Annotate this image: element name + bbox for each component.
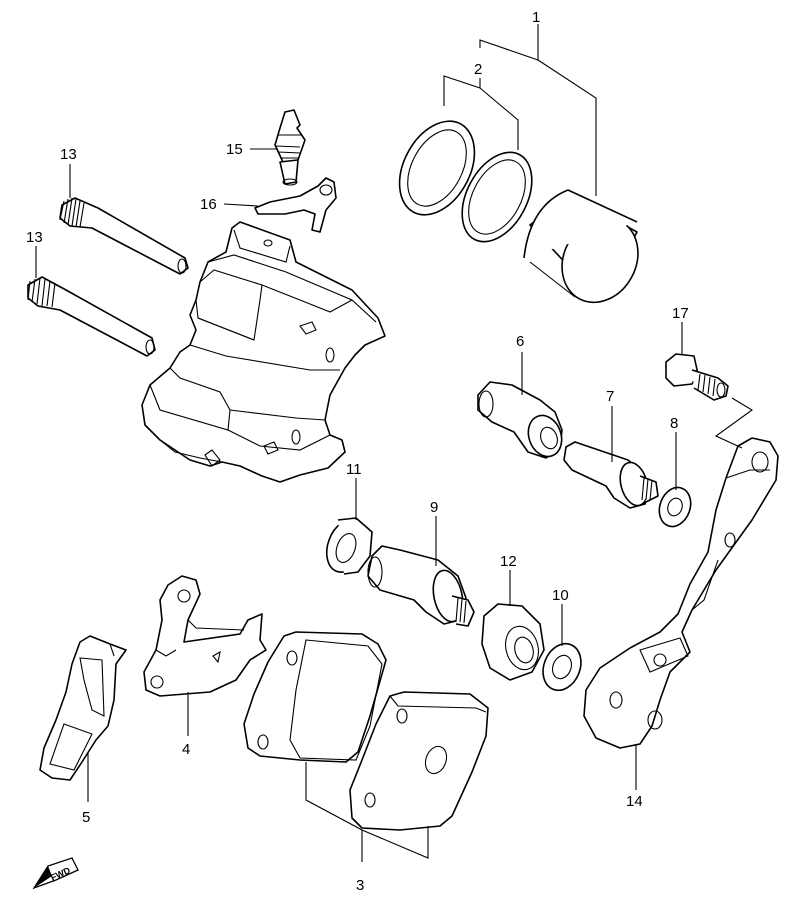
callout-15: 15 bbox=[226, 141, 243, 158]
guide-pin[interactable] bbox=[367, 545, 475, 627]
pad-spring[interactable] bbox=[143, 575, 267, 697]
caliper-body[interactable] bbox=[141, 221, 386, 483]
washer-8[interactable] bbox=[654, 483, 696, 531]
slide-pin[interactable] bbox=[563, 441, 659, 509]
callout-8: 8 bbox=[670, 415, 678, 432]
callout-14: 14 bbox=[626, 793, 643, 810]
pad-shim[interactable] bbox=[39, 635, 127, 781]
callout-10: 10 bbox=[552, 587, 569, 604]
callout-12: 12 bbox=[500, 553, 517, 570]
callout-3: 3 bbox=[356, 877, 364, 894]
callout-9: 9 bbox=[430, 499, 438, 516]
brake-pad-front[interactable] bbox=[243, 631, 387, 763]
caliper-pin-upper[interactable] bbox=[59, 197, 189, 275]
callout-11: 11 bbox=[346, 461, 362, 478]
bleeder-valve[interactable] bbox=[274, 109, 306, 186]
mounting-bolt[interactable] bbox=[665, 353, 729, 401]
leader-lines bbox=[35, 24, 753, 862]
caliper-pin-lower[interactable] bbox=[27, 276, 156, 357]
washer-10[interactable] bbox=[536, 638, 587, 696]
callout-13-lower: 13 bbox=[26, 229, 43, 246]
callout-7: 7 bbox=[606, 388, 614, 405]
bleeder-cap[interactable] bbox=[254, 177, 337, 233]
callout-4: 4 bbox=[182, 741, 190, 758]
dust-seal-ring[interactable] bbox=[448, 141, 546, 254]
piston-seal-group bbox=[384, 108, 652, 316]
callout-17: 17 bbox=[672, 305, 689, 322]
callout-16: 16 bbox=[200, 196, 217, 213]
brake-pad-rear[interactable] bbox=[349, 691, 489, 831]
callout-6: 6 bbox=[516, 333, 524, 350]
boot-seal-11[interactable] bbox=[320, 514, 373, 577]
slide-sleeve[interactable] bbox=[477, 381, 567, 461]
piston[interactable] bbox=[523, 189, 652, 316]
callout-5: 5 bbox=[82, 809, 90, 826]
callout-labels: 1 2 3 4 5 6 7 8 9 10 11 12 13 13 14 15 1… bbox=[26, 9, 689, 894]
callout-13-upper: 13 bbox=[60, 146, 77, 163]
callout-1: 1 bbox=[532, 9, 540, 26]
pin-boot-12[interactable] bbox=[481, 603, 545, 681]
callout-2: 2 bbox=[474, 61, 482, 78]
fwd-arrow-badge: FWD bbox=[32, 857, 79, 890]
piston-seal-outer[interactable] bbox=[384, 108, 489, 227]
caliper-bracket[interactable] bbox=[583, 437, 779, 749]
